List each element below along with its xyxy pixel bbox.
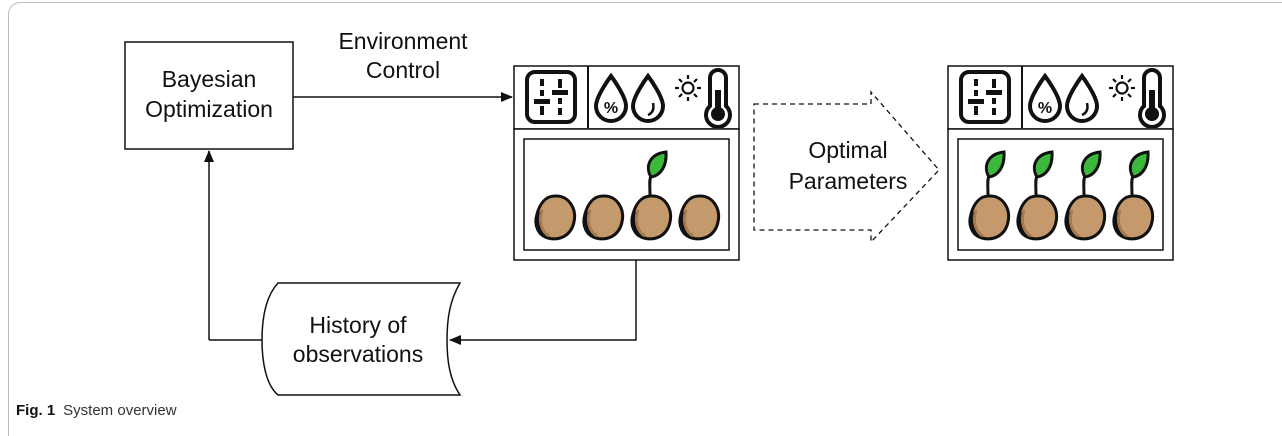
optimal-parameters-arrow <box>753 90 940 244</box>
optimal-parameters-label-line2: Parameters <box>789 168 908 194</box>
seed <box>678 194 721 241</box>
figure-number: Fig. 1 <box>16 402 56 419</box>
environment-control-label-line1: Environment <box>338 28 468 54</box>
optimal-chamber <box>947 65 1174 261</box>
history-of-observations-node: History of observations <box>261 282 462 396</box>
bayesian-optimization-label-line2: Optimization <box>145 96 273 122</box>
observation-feedback-arrow <box>449 260 637 345</box>
seed <box>582 194 625 241</box>
history-label-line1: History of <box>309 312 407 338</box>
bayesian-optimization-label-line1: Bayesian <box>162 66 257 92</box>
seed <box>534 194 577 241</box>
figure-caption: Fig. 1 System overview <box>16 402 177 419</box>
experiment-chamber <box>513 65 740 261</box>
optimal-control-panel <box>947 65 1174 130</box>
environment-control-label-line2: Control <box>366 57 440 83</box>
system-overview-diagram: % <box>124 28 1174 396</box>
figure-caption-text: System overview <box>63 402 177 419</box>
bayesian-optimization-node: Bayesian Optimization <box>124 41 294 150</box>
figure-frame <box>8 2 1282 436</box>
history-label-line2: observations <box>293 341 423 367</box>
optimal-parameters-label-line1: Optimal <box>808 137 887 163</box>
